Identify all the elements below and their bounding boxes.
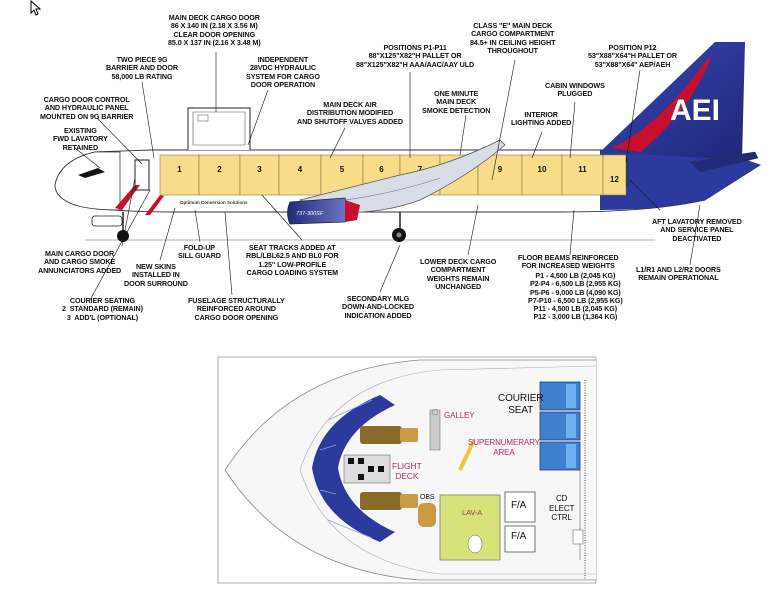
weight-item: P1 - 4,500 LB (2,045 KG) [535,271,616,280]
mouse-cursor-icon [30,0,42,16]
cargo-position-label: 12 [610,175,619,184]
cargo-position-2 [198,154,241,196]
fa-box-2 [504,525,536,553]
first-officer-seat [360,492,402,510]
callout-class-e: CLASS "E" MAIN DECK CARGO COMPARTMENT 84… [470,21,556,55]
callout-aft-lav: AFT LAVATORY REMOVED AND SERVICE PANEL D… [652,217,742,243]
wing [298,139,506,213]
callout-cargo-door-control: CARGO DOOR CONTROL AND HYDRAULIC PANEL M… [40,95,134,121]
cargo-position-label: 4 [298,165,303,174]
sub-logo: Optimum Conversion Solutions [180,200,248,205]
callout-one-minute-smoke: ONE MINUTE MAIN DECK SMOKE DETECTION [422,89,491,115]
lav-a [439,494,501,561]
aircraft-side-view: AEI 123456789101112 737-300SF Optimum Co… [54,42,762,301]
weights-list: P1 - 4,500 LB (2,045 KG)P2-P4 - 6,500 LB… [528,271,623,322]
cockpit-window [78,168,105,178]
callout-two-piece-barrier: TWO PIECE 9G BARRIER AND DOOR 58,000 LB … [106,55,179,81]
cargo-position-9 [477,154,523,196]
floorplan-courier-seat: COURIER SEAT [498,393,544,416]
callout-courier-seating: COURIER SEATING 2 STANDARD (REMAIN) 3 AD… [62,296,143,322]
fwd-door [134,159,150,191]
cargo-position-11 [561,154,604,196]
weight-item: P5-P6 - 9,000 LB (4,090 KG) [529,287,621,297]
flight-deck-windows [312,395,395,542]
callout-floor-beams: FLOOR BEAMS REINFORCED FOR INCREASED WEI… [518,253,619,271]
weight-item: P11 - 4,500 LB (2,045 KG) [533,304,618,314]
floorplan-flight-deck: FLIGHT DECK [392,461,422,481]
cargo-position-label: 7 [418,165,423,174]
floorplan-lav-a: LAV-A [462,508,483,517]
galley [429,409,441,451]
floorplan-fa-1: F/A [511,500,527,511]
callout-fuselage-reinforced: FUSELAGE STRUCTURALLY REINFORCED AROUND … [188,296,285,322]
cargo-positions: 123456789101112 [159,154,627,196]
cargo-position-12 [602,154,627,196]
tail-logo-text: AEI [670,94,720,127]
weight-item: P7-P10 - 6,500 LB (2,955 KG) [528,295,623,305]
nose [54,151,121,211]
horizontal-stabilizer [689,151,759,173]
leader-lines [74,52,701,301]
callout-interior-lighting: INTERIOR LIGHTING ADDED [511,110,572,128]
callout-main-deck-door: MAIN DECK CARGO DOOR 86 X 140 IN (2.18 X… [168,13,261,47]
floorplan-supernumerary: SUPERNUMERARY AREA [468,438,540,457]
vertical-tail [600,42,745,160]
cargo-position-label: 5 [340,165,345,174]
callout-main-cargo-door-smoke: MAIN CARGO DOOR AND CARGO SMOKE ANNUNCIA… [38,249,122,275]
observer-seat [418,503,436,527]
captain-seat [360,426,402,444]
cargo-position-3 [239,154,280,196]
callout-main-deck-air: MAIN DECK AIR DISTRIBUTION MODIFIED AND … [297,100,403,126]
callout-secondary-mlg: SECONDARY MLG DOWN-AND-LOCKED INDICATION… [342,294,414,320]
cargo-position-label: 10 [538,165,547,174]
belly-red-stripe [115,185,140,210]
callout-independent-hydraulic: INDEPENDENT 28VDC HYDRAULIC SYSTEM FOR C… [246,55,320,89]
nose-gear-wheel [117,230,129,242]
engine-label: 737-300SF [296,211,324,217]
floorplan-fa-2: F/A [511,531,527,542]
floorplan-obs: OBS [420,494,435,501]
cargo-position-label: 1 [177,165,182,174]
main-cargo-door-open [187,107,251,150]
cargo-position-1 [159,154,200,196]
callout-position-p12: POSITION P12 53"X88"X64"H PALLET OR 53"X… [588,43,677,69]
weight-item: P12 - 3,000 LB (1,364 KG) [533,312,618,322]
callout-l1r1-doors: L1/R1 AND L2/R2 DOORS REMAIN OPERATIONAL [636,265,721,283]
cargo-position-label: 3 [257,165,262,174]
cargo-position-label: 9 [498,165,503,174]
floorplan-cd-elect: CD ELECT CTRL [549,494,575,522]
cargo-position-label: 11 [578,165,587,174]
callout-new-skins: NEW SKINS INSTALLED IN DOOR SURROUND [124,262,188,288]
callout-fold-up-sill: FOLD-UP SILL GUARD [178,243,221,261]
nose-outline [224,359,596,581]
cargo-position-label: 2 [217,165,222,174]
floorplan-galley: GALLEY [444,411,475,420]
callout-lower-deck: LOWER DECK CARGO COMPARTMENT WEIGHTS REM… [420,257,497,291]
fa-box-1 [504,491,536,523]
weight-item: P2-P4 - 6,500 LB (2,955 KG) [529,279,621,289]
cargo-position-label: 6 [379,165,384,174]
callout-positions-p1-p11: POSITIONS P1-P11 88"X125"X82"H PALLET OR… [356,43,475,69]
belly-red-stripe-2 [145,195,164,215]
callout-seat-tracks: SEAT TRACKS ADDED AT RBL/LBL62.5 AND BL0… [246,243,339,277]
callout-cabin-windows: CABIN WINDOWS PLUGGED [545,81,605,99]
callout-existing-fwd-lav: EXISTING FWD LAVATORY RETAINED [53,126,108,152]
cargo-position-10 [521,154,563,196]
